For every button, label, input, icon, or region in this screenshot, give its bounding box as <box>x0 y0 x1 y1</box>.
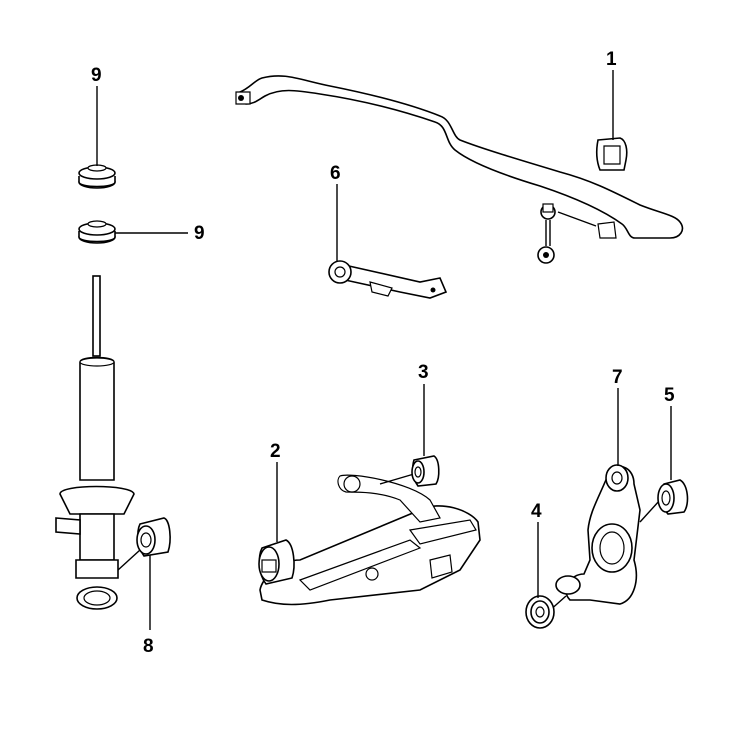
upper-link-part-6 <box>328 260 448 299</box>
bushing-part-1 <box>595 137 628 171</box>
bushing-part-8 <box>117 517 171 571</box>
knuckle <box>555 465 661 605</box>
callout-2: 2 <box>270 441 281 462</box>
bushing-part-7 <box>605 464 629 492</box>
stabilizer-link <box>537 203 597 264</box>
bushing-part-2 <box>258 539 295 585</box>
bushing-part-4 <box>525 595 567 629</box>
callout-4: 4 <box>531 501 542 522</box>
callout-6: 6 <box>330 163 341 184</box>
callout-9-top: 9 <box>91 65 102 86</box>
mount-rubber-lower-part-9 <box>78 220 116 244</box>
bushing-part-3 <box>379 455 440 487</box>
callout-1: 1 <box>606 49 617 70</box>
shock-absorber <box>55 275 135 610</box>
callout-9-right: 9 <box>194 223 205 244</box>
lower-arm <box>259 474 481 606</box>
callout-5: 5 <box>664 385 675 406</box>
bushing-part-5 <box>657 479 689 515</box>
mount-rubber-upper-part-9 <box>78 164 116 189</box>
stabilizer-bar <box>235 75 684 239</box>
callout-3: 3 <box>418 362 429 383</box>
callout-7: 7 <box>612 367 623 388</box>
callout-8: 8 <box>143 636 154 657</box>
